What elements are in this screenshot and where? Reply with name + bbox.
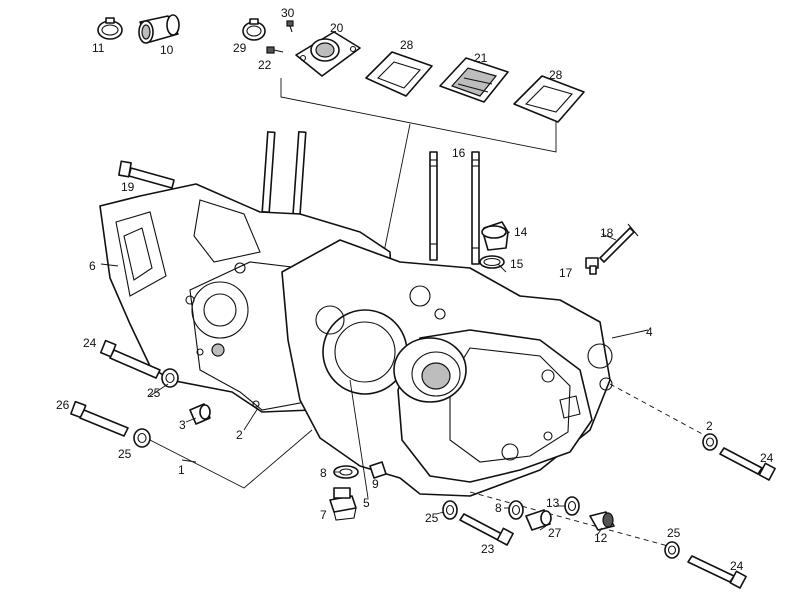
callout-17: 17	[559, 266, 573, 280]
part-27-bolt	[525, 509, 552, 531]
callout-labels: 11 10 29 30 20 22 28 21 28 16 19 6 14 15…	[56, 6, 774, 573]
callout-13: 13	[546, 496, 560, 510]
part-11-hose-clamp	[97, 17, 123, 40]
callout-12: 12	[594, 531, 608, 545]
part-22-screw	[266, 46, 284, 54]
callout-27: 27	[548, 526, 562, 540]
part-28-gasket-left	[365, 51, 433, 97]
callout-9: 9	[372, 477, 379, 491]
callout-18: 18	[600, 226, 614, 240]
part-4-clutch-cover	[393, 329, 593, 483]
callout-25-lower-left: 25	[118, 447, 132, 461]
callout-28-left: 28	[400, 38, 414, 52]
callout-19: 19	[121, 180, 135, 194]
callout-5: 5	[363, 496, 370, 510]
callout-24-bottom: 24	[730, 559, 744, 573]
part-23-bolt	[459, 513, 514, 546]
part-20-intake-flange	[295, 31, 361, 77]
callout-21: 21	[474, 51, 488, 65]
callout-29: 29	[233, 41, 247, 55]
part-25-washer-upper	[161, 368, 179, 388]
callout-22: 22	[258, 58, 272, 72]
part-3-dowel	[189, 403, 211, 425]
callout-4: 4	[646, 325, 653, 339]
callout-20: 20	[330, 21, 344, 35]
part-25-washer-bottom-right	[664, 541, 680, 559]
part-2-washer-right	[702, 433, 718, 451]
callout-15: 15	[510, 257, 524, 271]
callout-3: 3	[179, 418, 186, 432]
callout-11: 11	[92, 41, 105, 55]
part-16-studs	[261, 131, 480, 265]
callout-2-left: 2	[236, 428, 243, 442]
dashed-axis-lines	[469, 383, 707, 547]
callout-25-bottom-right: 25	[667, 526, 681, 540]
part-25-washer-bottom-left	[442, 500, 458, 520]
callout-10: 10	[160, 43, 174, 57]
callout-26: 26	[56, 398, 70, 412]
part-10-intake-rubber	[138, 14, 180, 44]
part-26-bolt-lower	[70, 400, 129, 437]
callout-24-upper-left: 24	[83, 336, 97, 350]
part-15-o-ring	[479, 255, 505, 269]
callout-25-upper-left: 25	[147, 386, 161, 400]
part-19-bolt	[118, 160, 175, 189]
part-18-breather-hose	[599, 223, 639, 263]
callout-25-bottom-left: 25	[425, 511, 439, 525]
callout-28-right: 28	[549, 68, 563, 82]
callout-7: 7	[320, 508, 327, 522]
part-25-washer-lower	[133, 428, 151, 448]
part-12-plug	[589, 511, 615, 531]
callout-23: 23	[481, 542, 495, 556]
callout-24-right-upper: 24	[760, 451, 774, 465]
part-9-dowel	[369, 461, 387, 479]
part-28-gasket-right	[513, 75, 585, 123]
leader-lines	[100, 231, 649, 535]
part-17-hose-fitting	[585, 257, 599, 275]
part-13-washer	[564, 496, 580, 516]
group-bracket-intake	[280, 78, 557, 153]
callout-30: 30	[281, 6, 295, 20]
group-bracket-crankcase	[149, 429, 313, 489]
part-7-drain-plug	[329, 487, 357, 521]
part-30-screw	[286, 20, 294, 33]
callout-2-right: 2	[706, 419, 713, 433]
part-29-hose-clamp	[242, 18, 266, 41]
callout-16: 16	[452, 146, 466, 160]
callout-14: 14	[514, 225, 528, 239]
callout-8-left: 8	[320, 466, 327, 480]
callout-6: 6	[89, 259, 96, 273]
part-21-reed-valve	[439, 57, 509, 103]
part-14-oil-filler-plug	[481, 221, 509, 251]
part-24-bolt-upper	[99, 339, 161, 379]
part-8-washer-right	[508, 500, 524, 520]
part-24-bolt-right-upper	[719, 447, 776, 481]
callout-8-right: 8	[495, 501, 502, 515]
part-24-bolt-bottom	[687, 555, 747, 589]
callout-1: 1	[178, 463, 185, 477]
